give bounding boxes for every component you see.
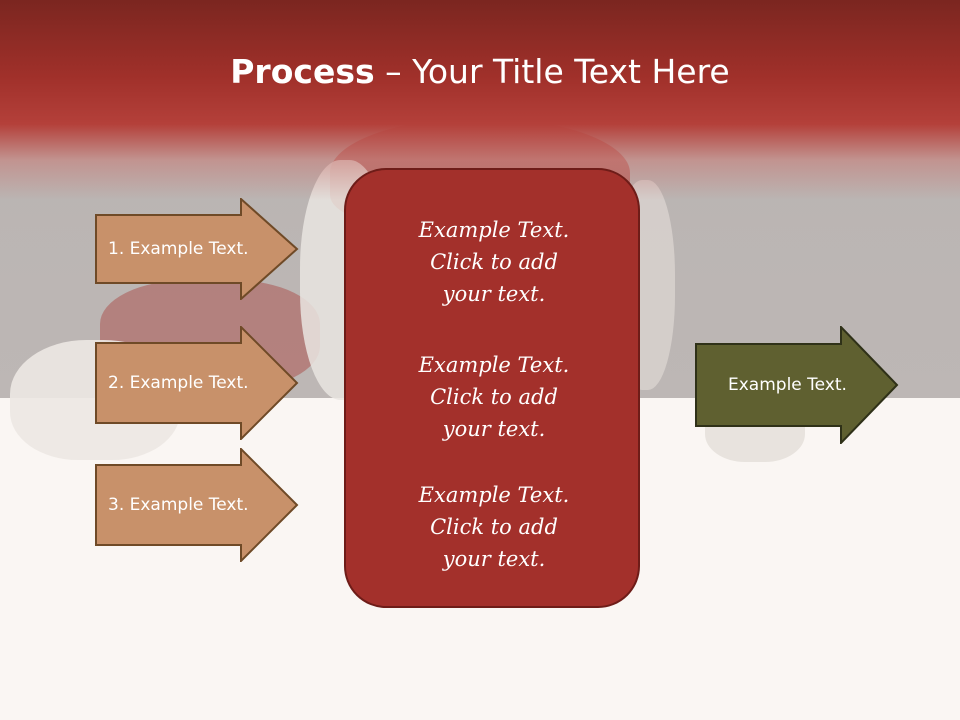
left-arrow-1[interactable]: 1. Example Text. — [95, 198, 299, 300]
text-line: Click to add — [430, 515, 558, 539]
arrow-shape — [695, 326, 899, 444]
center-text-block-2: Example Text. Click to add your text. — [346, 349, 642, 445]
text-line: Example Text. — [418, 353, 570, 377]
text-line: Click to add — [430, 385, 558, 409]
right-arrow-label: Example Text. — [728, 375, 847, 395]
text-line: your text. — [442, 547, 546, 571]
left-arrow-3[interactable]: 3. Example Text. — [95, 448, 299, 562]
right-arrow[interactable]: Example Text. — [695, 326, 899, 444]
text-line: Example Text. — [418, 483, 570, 507]
text-line: your text. — [442, 417, 546, 441]
center-text-block-3: Example Text. Click to add your text. — [346, 479, 642, 575]
slide-title[interactable]: Process – Your Title Text Here — [0, 52, 960, 91]
text-line: Example Text. — [418, 218, 570, 242]
title-rest: – Your Title Text Here — [374, 52, 730, 91]
text-line: your text. — [442, 282, 546, 306]
header-band — [0, 0, 960, 200]
left-arrow-label: 1. Example Text. — [108, 239, 249, 259]
left-arrow-label: 2. Example Text. — [108, 373, 249, 393]
title-bold: Process — [230, 52, 375, 91]
arrow-shape — [95, 198, 299, 300]
text-line: Click to add — [430, 250, 558, 274]
center-text-block-1: Example Text. Click to add your text. — [346, 214, 642, 310]
left-arrow-label: 3. Example Text. — [108, 495, 249, 515]
left-arrow-2[interactable]: 2. Example Text. — [95, 326, 299, 440]
arrow-shape — [95, 326, 299, 440]
center-text-box[interactable]: Example Text. Click to add your text. Ex… — [344, 168, 640, 608]
arrow-shape — [95, 448, 299, 562]
